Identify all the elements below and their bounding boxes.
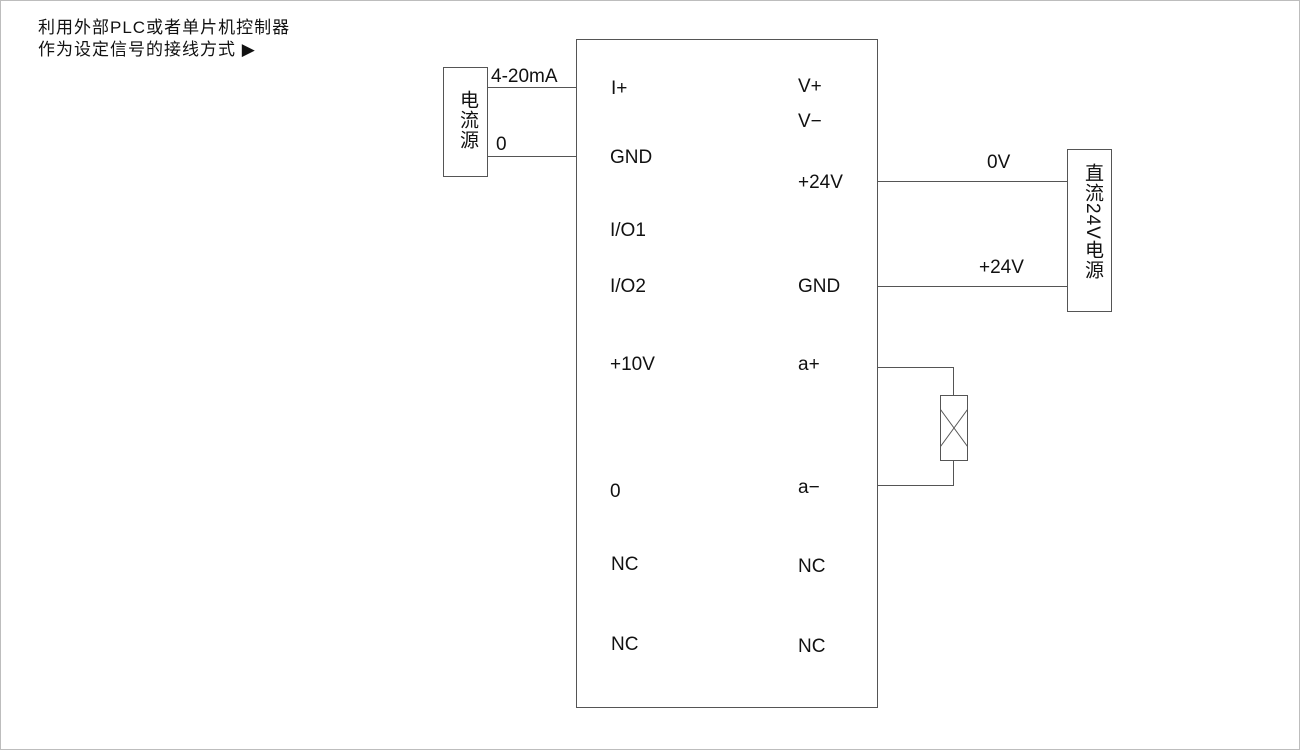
wire-label-0v: 0V <box>987 152 1011 173</box>
terminal-nc-right-2: NC <box>798 636 826 657</box>
current-source-label: 电流源 <box>457 90 478 150</box>
terminal-plus10v: +10V <box>610 354 655 375</box>
terminal-io1: I/O1 <box>610 220 646 241</box>
terminal-plus24v: +24V <box>798 172 843 193</box>
current-source-box <box>443 67 488 177</box>
wire-a-minus <box>877 460 954 486</box>
terminal-nc-right-1: NC <box>798 556 826 577</box>
note-line-1: 利用外部PLC或者单片机控制器 <box>38 18 291 37</box>
terminal-a-minus: a− <box>798 477 820 498</box>
wire-label-4-20ma: 4-20mA <box>491 66 558 87</box>
dc-supply-box <box>1067 149 1112 312</box>
terminal-nc-left-2: NC <box>611 634 639 655</box>
terminal-v-plus: V+ <box>798 76 822 97</box>
wire-label-plus24v: +24V <box>979 257 1024 278</box>
wire-a-plus <box>877 367 954 395</box>
terminal-io2: I/O2 <box>610 276 646 297</box>
terminal-i-plus: I+ <box>611 78 628 99</box>
dc-supply-label: 直流24V电源 <box>1082 163 1103 280</box>
controller-box <box>576 39 878 708</box>
terminal-a-plus: a+ <box>798 354 820 375</box>
terminal-nc-left-1: NC <box>611 554 639 575</box>
wire-label-0: 0 <box>496 134 507 155</box>
terminal-gnd-right: GND <box>798 276 841 297</box>
wiring-note: 利用外部PLC或者单片机控制器 作为设定信号的接线方式 ▶ <box>38 17 290 61</box>
terminal-gnd-left: GND <box>610 147 653 168</box>
terminal-0: 0 <box>610 481 621 502</box>
valve-coil-icon <box>940 395 968 461</box>
note-line-2: 作为设定信号的接线方式 ▶ <box>38 40 256 59</box>
terminal-v-minus: V− <box>798 111 822 132</box>
